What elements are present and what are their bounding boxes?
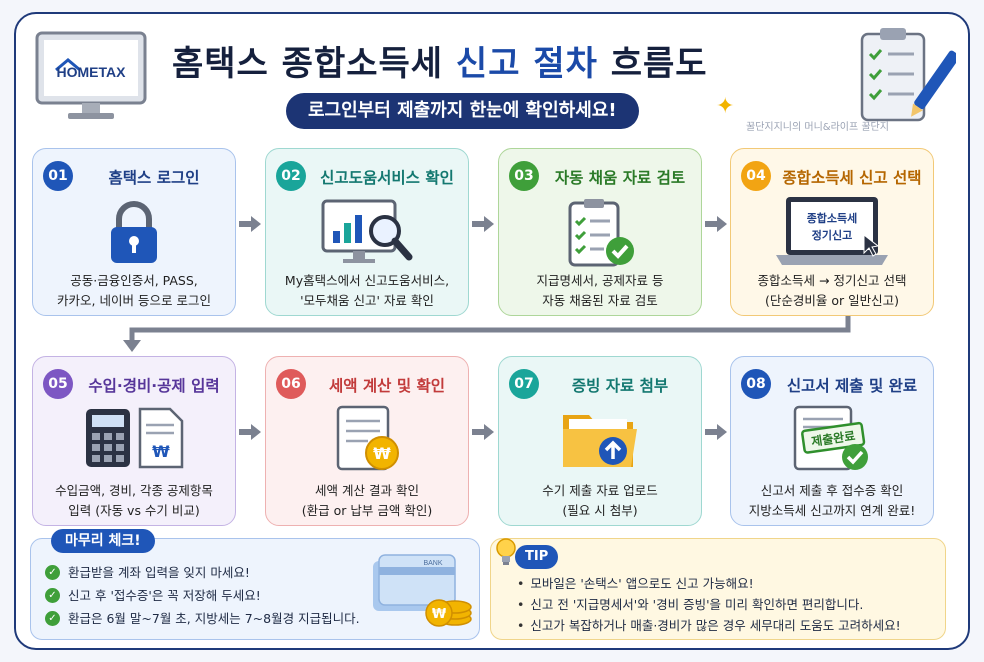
- laptop-screen-line2: 정기신고: [812, 228, 852, 242]
- step-card-07: 07 증빙 자료 첨부 수기 제출 자료 업로드(필요 시 첨부): [498, 356, 702, 526]
- step-title: 세액 계산 및 확인: [328, 377, 445, 395]
- list-item: 신고가 복잡하거나 매출·경비가 많은 경우 세무대리 도움도 고려하세요!: [517, 615, 900, 636]
- step-number: 04: [741, 161, 771, 191]
- step-description: My홈택스에서 신고도움서비스,'모두채움 신고' 자료 확인: [284, 273, 450, 308]
- final-check-panel: 마무리 체크! ✓환급받을 계좌 입력을 잊지 마세요! ✓신고 후 '접수증'…: [30, 529, 480, 640]
- list-item: 모바일은 '손택스' 앱으로도 신고 가능해요!: [517, 573, 901, 594]
- hometax-logo-text: HOMETAX: [57, 64, 127, 80]
- step-description: 종합소득세 → 정기신고 선택(단순경비율 or 일반신고): [757, 273, 907, 308]
- arrow-right-icon: [472, 216, 494, 232]
- laptop-icon: 종합소득세 정기신고: [776, 197, 888, 265]
- step-title: 홈택스 로그인: [108, 169, 200, 187]
- list-item: 신고 전 '지급명세서'와 '경비 증빙'을 미리 확인하면 편리합니다.: [517, 594, 901, 615]
- page-subtitle: 로그인부터 제출까지 한눈에 확인하세요!: [286, 93, 639, 129]
- step-card-04: 04 종합소득세 신고 선택 종합소득세 정기신고 종합소득세 → 정기신고 선…: [730, 148, 934, 316]
- cursor-icon: [863, 233, 880, 257]
- bank-label: BANK: [423, 560, 442, 567]
- row-connector-arrow: [123, 316, 851, 352]
- laptop-screen-line1: 종합소득세: [807, 211, 858, 225]
- page-title: 홈택스 종합소득세 신고 절차 흐름도: [172, 44, 708, 84]
- step-number: 01: [43, 161, 73, 191]
- step-title: 증빙 자료 첨부: [571, 377, 669, 395]
- arrow-right-icon: [705, 216, 727, 232]
- won-symbol: ₩: [152, 442, 170, 461]
- won-symbol: ₩: [432, 607, 447, 622]
- list-item: ✓신고 후 '접수증'은 꼭 저장해 두세요!: [45, 584, 360, 607]
- arrow-right-icon: [705, 424, 727, 440]
- calculator-icon: ₩: [86, 407, 184, 469]
- step-number: 07: [509, 369, 539, 399]
- check-icon: ✓: [45, 565, 60, 580]
- step-card-06: 06 세액 계산 및 확인 ₩ 세액 계산 결과 확인(환급 or 납부 금액 …: [265, 356, 469, 526]
- sparkle-icon: ✦: [716, 94, 735, 119]
- step-description: 세액 계산 결과 확인(환급 or 납부 금액 확인): [301, 483, 433, 518]
- arrow-right-icon: [239, 216, 261, 232]
- step-title: 수입·경비·공제 입력: [88, 377, 220, 395]
- stamp-complete-icon: 제출완료: [793, 405, 868, 471]
- monitor-magnifier-icon: [321, 199, 413, 263]
- tip-title: TIP: [515, 545, 559, 569]
- tip-panel: TIP 모바일은 '손택스' 앱으로도 신고 가능해요! 신고 전 '지급명세서…: [490, 538, 946, 640]
- document-coin-icon: ₩: [336, 405, 399, 471]
- arrow-right-icon: [239, 424, 261, 440]
- checklist-icon: [568, 199, 634, 267]
- step-number: 03: [509, 161, 539, 191]
- step-description: 수기 제출 자료 업로드(필요 시 첨부): [542, 483, 658, 518]
- step-number: 05: [43, 369, 73, 399]
- step-title: 종합소득세 신고 선택: [782, 169, 922, 187]
- check-icon: ✓: [45, 611, 60, 626]
- step-title: 자동 채움 자료 검토: [554, 169, 686, 187]
- stamp-text: 제출완료: [810, 428, 856, 449]
- arrow-right-icon: [472, 424, 494, 440]
- list-item: ✓환급은 6월 말~7월 초, 지방세는 7~8월경 지급됩니다.: [45, 607, 360, 630]
- folder-upload-icon: [563, 415, 637, 467]
- lightbulb-icon: [496, 538, 516, 565]
- step-card-01: 01 홈택스 로그인 공동·금융인증서, PASS,카카오, 네이버 등으로 로…: [32, 148, 236, 316]
- step-description: 공동·금융인증서, PASS,카카오, 네이버 등으로 로그인: [57, 273, 211, 308]
- check-icon: ✓: [45, 588, 60, 603]
- bank-card-coins-icon: BANK ₩: [373, 554, 472, 627]
- step-number: 02: [276, 161, 306, 191]
- won-symbol: ₩: [373, 444, 391, 463]
- hometax-monitor-icon: HOMETAX: [35, 31, 147, 119]
- final-check-list: ✓환급받을 계좌 입력을 잊지 마세요! ✓신고 후 '접수증'은 꼭 저장해 …: [45, 561, 360, 630]
- step-number: 06: [276, 369, 306, 399]
- step-number: 08: [741, 369, 771, 399]
- watermark: 꿀단지지니의 머니&라이프 꿀단지: [746, 122, 889, 133]
- tip-list: 모바일은 '손택스' 앱으로도 신고 가능해요! 신고 전 '지급명세서'와 '…: [517, 573, 901, 636]
- step-card-02: 02 신고도움서비스 확인 My홈택스에서 신고도움서비스,'모두채움 신고' …: [265, 148, 469, 316]
- list-item: ✓환급받을 계좌 입력을 잊지 마세요!: [45, 561, 360, 584]
- step-title: 신고서 제출 및 완료: [786, 377, 918, 395]
- clipboard-pen-icon: [860, 28, 956, 122]
- step-title: 신고도움서비스 확인: [320, 169, 454, 187]
- final-check-title: 마무리 체크!: [51, 529, 155, 553]
- lock-icon: [111, 201, 157, 263]
